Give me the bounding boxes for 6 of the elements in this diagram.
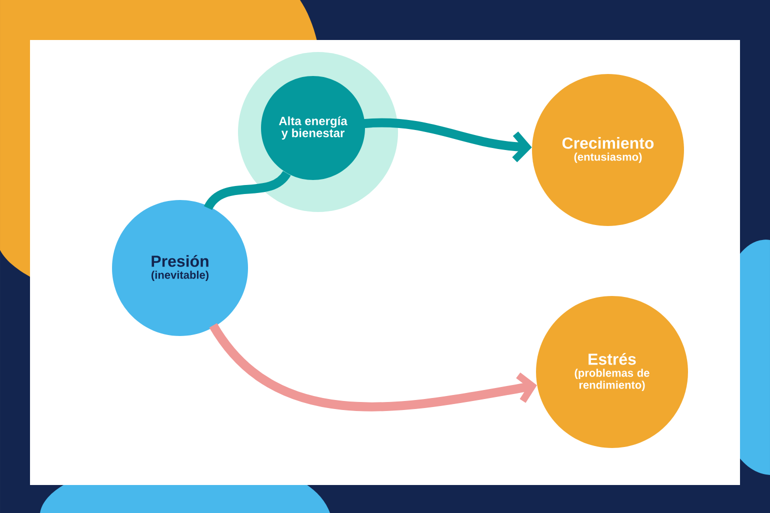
bubble: Crecimiento (entusiasmo) [532,74,684,226]
arrow [362,118,532,162]
arrow [209,322,537,412]
bubble: Alta energía y bienestar [261,76,365,180]
bubble: Presión (inevitable) [112,200,248,336]
bubble: Estrés (problemas de rendimiento) [536,296,688,448]
